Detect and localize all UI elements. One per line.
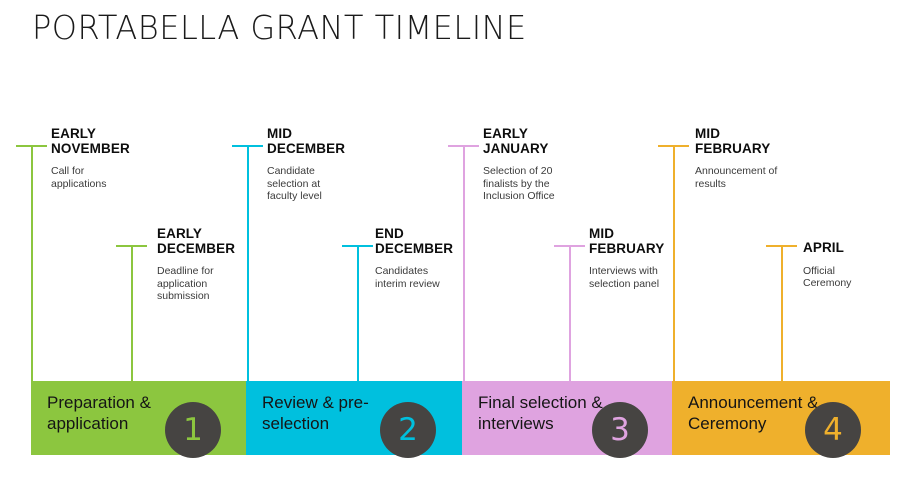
milestone-date: MID FEBRUARY	[589, 226, 665, 256]
milestone-date: END DECEMBER	[375, 226, 454, 256]
phase-number: 3	[610, 411, 630, 448]
milestone-date: APRIL	[803, 240, 844, 255]
milestone-mid-december: MID DECEMBER Candidate selection at facu…	[267, 126, 365, 203]
phase-number-badge-2[interactable]: 2	[380, 402, 436, 458]
milestone-mid-february-interviews: MID FEBRUARY Interviews with selection p…	[589, 226, 693, 290]
stem-rod	[781, 245, 783, 381]
milestone-mid-february-announcement: MID FEBRUARY Announcement of results	[695, 126, 807, 190]
stem-rod	[131, 245, 133, 381]
milestone-early-november: EARLY NOVEMBER Call for applications	[51, 126, 143, 190]
milestone-april: APRIL Official Ceremony	[803, 240, 903, 290]
stem-rod	[463, 145, 465, 381]
phase-number-badge-1[interactable]: 1	[165, 402, 221, 458]
phase-bar: Preparation & application Review & pre- …	[31, 381, 890, 458]
phase-number: 1	[183, 411, 203, 448]
milestone-stem	[342, 245, 373, 381]
stem-rod	[31, 145, 33, 381]
milestone-stem	[554, 245, 585, 381]
milestone-early-december: EARLY DECEMBER Deadline for application …	[157, 226, 257, 303]
milestone-description: Candidates interim review	[375, 265, 440, 290]
phase-label: Announcement & Ceremony	[688, 393, 819, 433]
phase-number-badge-3[interactable]: 3	[592, 402, 648, 458]
phase-label: Preparation & application	[47, 393, 151, 433]
milestone-date: EARLY NOVEMBER	[51, 126, 130, 156]
milestone-date: EARLY JANUARY	[483, 126, 549, 156]
milestone-description: Selection of 20 finalists by the Inclusi…	[483, 165, 555, 202]
milestone-stem	[658, 145, 689, 381]
milestone-end-december: END DECEMBER Candidates interim review	[375, 226, 475, 290]
milestone-stem	[116, 245, 147, 381]
milestone-description: Deadline for application submission	[157, 265, 214, 302]
milestone-early-january: EARLY JANUARY Selection of 20 finalists …	[483, 126, 587, 203]
phase-label: Final selection & interviews	[478, 393, 603, 433]
phase-number-badge-4[interactable]: 4	[805, 402, 861, 458]
milestone-description: Announcement of results	[695, 165, 778, 190]
milestone-date: MID FEBRUARY	[695, 126, 771, 156]
milestone-stem	[448, 145, 479, 381]
milestone-stem	[16, 145, 47, 381]
stem-rod	[673, 145, 675, 381]
phase-label: Review & pre- selection	[262, 393, 369, 433]
stem-rod	[247, 145, 249, 381]
milestone-description: Call for applications	[51, 165, 107, 190]
phase-number: 4	[823, 411, 843, 448]
milestone-date: MID DECEMBER	[267, 126, 346, 156]
phase-number: 2	[398, 411, 418, 448]
milestone-stem	[232, 145, 263, 381]
stem-rod	[357, 245, 359, 381]
milestone-stem	[766, 245, 797, 381]
milestone-description: Official Ceremony	[803, 264, 852, 290]
milestone-description: Interviews with selection panel	[589, 265, 660, 290]
stem-rod	[569, 245, 571, 381]
milestone-date: EARLY DECEMBER	[157, 226, 236, 256]
page-title: PORTABELLA GRANT TIMELINE	[32, 8, 527, 47]
milestone-description: Candidate selection at faculty level	[267, 165, 322, 202]
